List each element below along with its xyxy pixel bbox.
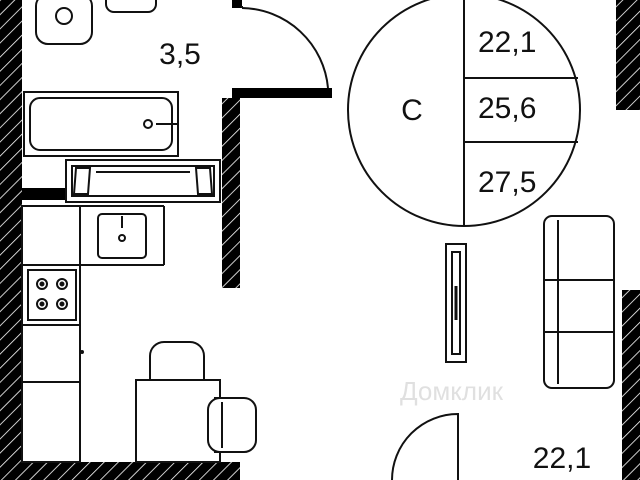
bath-partition-horizontal (232, 88, 332, 98)
dining-set (135, 341, 257, 463)
left-wall (0, 0, 22, 480)
chair-icon (149, 341, 205, 384)
bath-wall-top-left (232, 0, 242, 8)
kitchen-sink-icon (97, 213, 147, 259)
bath-partition-lower (22, 188, 66, 200)
legend-row-3: 27,5 (478, 166, 536, 199)
watermark: Домклик (400, 376, 504, 406)
bath-partition-vertical (222, 98, 240, 288)
entrance-door-icon (391, 412, 459, 480)
toilet-icon (35, 0, 93, 45)
bathroom-area-label: 3,5 (159, 38, 201, 71)
watermark-text: Домклик (400, 376, 504, 406)
tv-stand-icon (445, 243, 467, 363)
sofa-icon (543, 215, 615, 389)
right-wall-lower (622, 290, 640, 480)
legend-row-1: 22,1 (478, 26, 536, 59)
legend-row-2: 25,6 (478, 92, 536, 125)
bathroom-door-icon (241, 6, 329, 89)
bath-sink-icon (105, 0, 157, 13)
right-wall-upper (616, 0, 640, 110)
legend: С 22,1 25,6 27,5 (347, 0, 581, 227)
stove-icon (27, 269, 77, 321)
legend-class-letter: С (401, 94, 423, 127)
interior-walls (22, 0, 332, 288)
bathtub-icon (23, 91, 179, 157)
dining-table (135, 379, 221, 463)
fridge-handle-icon (80, 350, 84, 354)
kitchen-counter (21, 205, 165, 463)
room-area-label: 22,1 (533, 442, 591, 475)
bottom-wall (0, 462, 240, 480)
vanity-cabinet-icon (65, 159, 221, 203)
